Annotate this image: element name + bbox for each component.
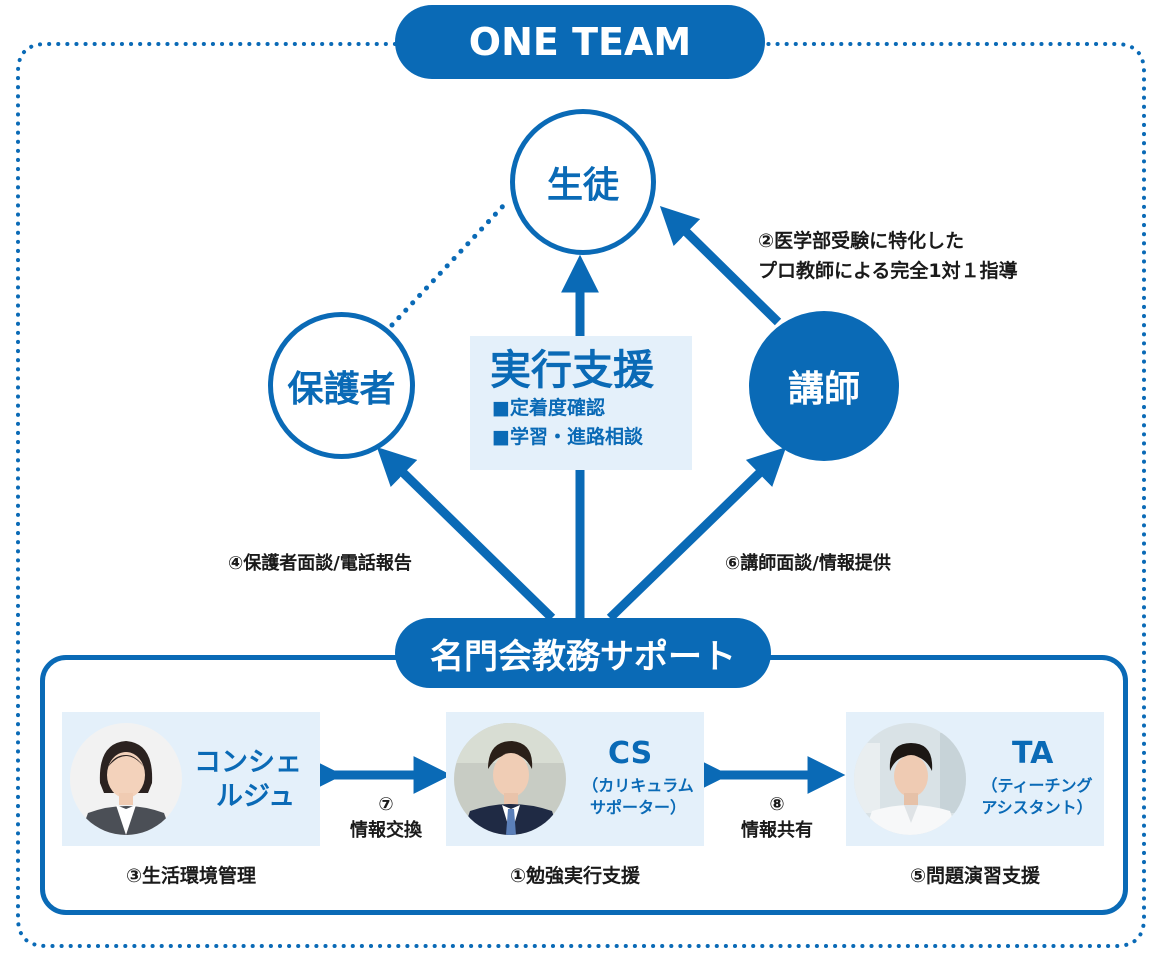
teacher-student-label: ②医学部受験に特化した プロ教師による完全1対１指導 xyxy=(758,226,1018,286)
exchange-num-2: ⑧ xyxy=(769,794,785,815)
teacher-edge-label: ⑥講師面談/情報提供 xyxy=(725,553,891,574)
ta-title: TA xyxy=(1012,736,1054,771)
role-ta: ⑤問題演習支援 xyxy=(909,865,1041,887)
ta-subtitle-line2: アシスタント） xyxy=(981,798,1093,817)
team-title: ONE TEAM xyxy=(395,5,765,79)
team-frame xyxy=(16,42,1146,948)
support-item-consult: ■学習・進路相談 xyxy=(492,426,643,448)
concierge-avatar xyxy=(70,723,182,835)
ta-card: TA （ティーチング アシスタント） xyxy=(846,712,1104,846)
support-title: 実行支援 xyxy=(490,346,654,394)
exchange-label-2: ⑧ 情報共有 xyxy=(722,792,832,844)
guardian-student-link xyxy=(389,202,507,328)
exchange-text-1: 情報交換 xyxy=(350,820,422,841)
concierge-title: コンシェ ルジュ xyxy=(194,746,302,814)
arrow-teacher-to-student xyxy=(659,206,782,326)
ta-subtitle-line1: （ティーチング xyxy=(981,776,1093,795)
concierge-title-line2: ルジュ xyxy=(216,781,296,812)
cs-subtitle-line1: （カリキュラム xyxy=(582,776,694,795)
arrow-to-teacher xyxy=(606,447,787,622)
cs-card: CS （カリキュラム サポーター） xyxy=(446,712,704,846)
teacher-student-label-line1: ②医学部受験に特化した xyxy=(758,230,965,252)
role-concierge: ③生活環境管理 xyxy=(125,865,257,887)
support-org-title: 名門会教務サポート xyxy=(395,618,771,688)
cs-avatar xyxy=(454,723,566,835)
support-item-retention: ■定着度確認 xyxy=(492,397,605,419)
student-node: 生徒 xyxy=(510,109,656,255)
ta-subtitle: （ティーチング アシスタント） xyxy=(974,775,1100,819)
execution-support-box: 実行支援 ■定着度確認 ■学習・進路相談 xyxy=(470,336,692,470)
arrow-to-guardian xyxy=(376,447,556,622)
concierge-card: コンシェ ルジュ xyxy=(62,712,320,846)
guardian-edge-label: ④保護者面談/電話報告 xyxy=(228,553,412,574)
guardian-node: 保護者 xyxy=(268,312,415,459)
teacher-student-label-line2: プロ教師による完全1対１指導 xyxy=(758,260,1018,282)
teacher-node: 講師 xyxy=(749,311,899,461)
concierge-title-line1: コンシェ xyxy=(194,747,302,778)
cs-subtitle: （カリキュラム サポーター） xyxy=(582,775,694,819)
exchange-text-2: 情報共有 xyxy=(741,820,813,841)
cs-title: CS xyxy=(608,736,653,771)
exchange-num-1: ⑦ xyxy=(378,794,394,815)
role-cs: ①勉強実行支援 xyxy=(509,865,641,887)
exchange-label-1: ⑦ 情報交換 xyxy=(334,792,438,844)
ta-avatar xyxy=(854,723,966,835)
cs-subtitle-line2: サポーター） xyxy=(589,798,686,817)
